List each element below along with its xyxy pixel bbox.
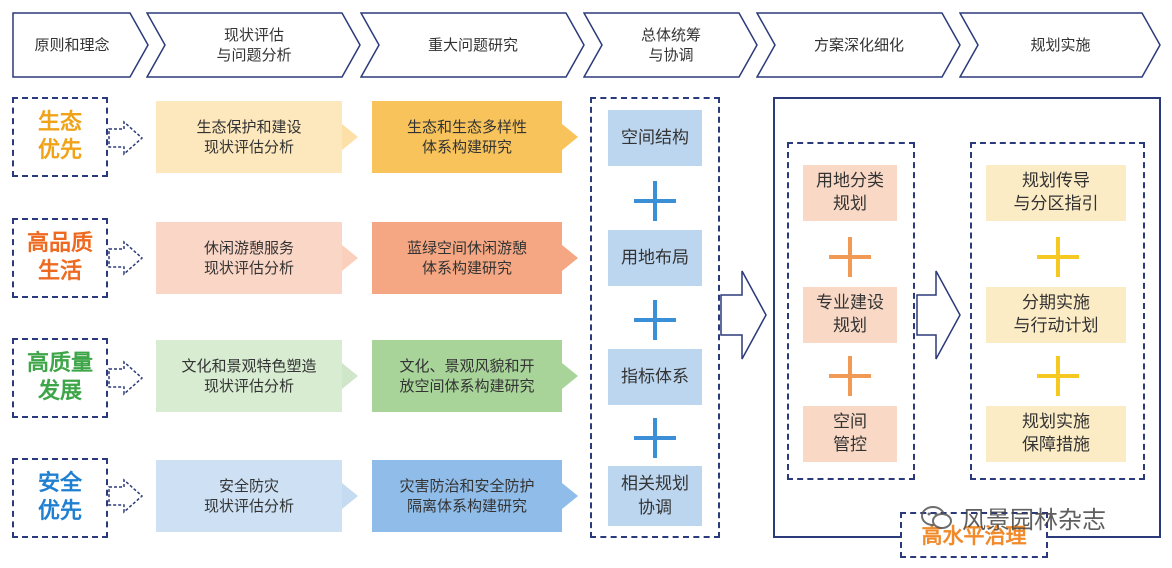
research-life: 蓝绿空间休闲游憩 体系构建研究 (372, 222, 562, 294)
plus-icon (634, 300, 676, 340)
coordination-item-label: 空间结构 (621, 128, 689, 148)
chevron-shape (959, 12, 1161, 78)
principle-dev-label: 高质量 发展 (26, 351, 93, 404)
chevron-shape (12, 12, 149, 78)
assessment-eco-label: 生态保护和建设 现状评估分析 (196, 118, 302, 156)
assessment-life-arrow (342, 245, 358, 271)
principle-dev: 高质量 发展 (12, 338, 108, 418)
research-life-arrow (562, 245, 578, 271)
research-safe-label: 灾害防治和安全防护 隔离体系构建研究 (399, 477, 535, 515)
assessment-safe-arrow (342, 483, 358, 509)
header-refinement-label: 方案深化细化 (813, 36, 904, 54)
refinement-item-label: 专业建设 规划 (816, 293, 884, 336)
coordination-item: 用地布局 (608, 230, 702, 286)
plus-icon (829, 356, 871, 396)
refinement-item: 空间 管控 (803, 406, 897, 462)
research-dev-arrow (562, 363, 578, 389)
coordination-item: 空间结构 (608, 110, 702, 166)
header-research: 重大问题研究 (360, 12, 586, 78)
wechat-icon (921, 506, 952, 529)
implementation-item: 规划传导 与分区指引 (986, 165, 1126, 221)
chevron-shape (583, 12, 758, 78)
refinement-item-label: 用地分类 规划 (816, 171, 884, 214)
principle-life-label: 高品质 生活 (26, 231, 93, 284)
plus-icon (1037, 356, 1079, 396)
implementation-item: 规划实施 保障措施 (986, 406, 1126, 462)
research-dev: 文化、景观风貌和开 放空间体系构建研究 (372, 340, 562, 412)
watermark: 风景园林杂志 (920, 500, 1150, 534)
plus-icon (1037, 237, 1079, 277)
coordination-item: 指标体系 (608, 349, 702, 405)
chevron-shape (756, 12, 961, 78)
refinement-group (787, 142, 915, 480)
research-eco-arrow (562, 124, 578, 150)
assessment-dev-label: 文化和景观特色塑造 现状评估分析 (181, 357, 317, 395)
header-coordination: 总体统筹 与协调 (583, 12, 759, 78)
principle-safe: 安全 优先 (12, 458, 108, 538)
assessment-dev: 文化和景观特色塑造 现状评估分析 (156, 340, 342, 412)
header-assessment: 现状评估 与问题分析 (146, 12, 362, 78)
plus-icon (634, 181, 676, 221)
coordination-item-label: 用地布局 (621, 248, 689, 268)
principle-safe-label: 安全 优先 (37, 471, 82, 524)
principle-eco: 生态 优先 (12, 97, 108, 177)
header-implementation: 规划实施 (959, 12, 1162, 78)
chevron-shape (146, 12, 361, 78)
header-assessment-label: 现状评估 与问题分析 (216, 26, 292, 64)
research-dev-label: 文化、景观风貌和开 放空间体系构建研究 (399, 357, 535, 395)
header-refinement: 方案深化细化 (756, 12, 962, 78)
assessment-dev-arrow (342, 363, 358, 389)
principle-eco-arrow (108, 120, 144, 156)
assessment-eco: 生态保护和建设 现状评估分析 (156, 101, 342, 173)
coordination-item: 相关规划 协调 (608, 466, 702, 526)
assessment-life-label: 休闲游憩服务 现状评估分析 (203, 239, 294, 277)
refinement-item: 专业建设 规划 (803, 287, 897, 343)
principle-eco-label: 生态 优先 (37, 110, 82, 163)
header-implementation-label: 规划实施 (1030, 36, 1091, 54)
research-eco-label: 生态和生态多样性 体系构建研究 (406, 118, 527, 156)
principle-safe-arrow (108, 478, 144, 514)
implementation-item-label: 规划实施 保障措施 (1022, 412, 1090, 455)
assessment-life: 休闲游憩服务 现状评估分析 (156, 222, 342, 294)
implementation-group (970, 142, 1145, 480)
assessment-safe: 安全防灾 现状评估分析 (156, 460, 342, 532)
implementation-item-label: 规划传导 与分区指引 (1013, 171, 1099, 214)
watermark-text: 风景园林杂志 (962, 505, 1106, 534)
flow-arrow-icon (916, 270, 961, 360)
plus-icon (829, 237, 871, 277)
chevron-shape (360, 12, 585, 78)
principle-life-arrow (108, 240, 144, 276)
coordination-group (590, 97, 720, 538)
header-principles-label: 原则和理念 (34, 36, 110, 54)
research-life-label: 蓝绿空间休闲游憩 体系构建研究 (406, 239, 527, 277)
principle-dev-arrow (108, 360, 144, 396)
flow-arrow-icon (720, 270, 767, 360)
assessment-safe-label: 安全防灾 现状评估分析 (203, 477, 294, 515)
research-eco: 生态和生态多样性 体系构建研究 (372, 101, 562, 173)
research-safe-arrow (562, 483, 578, 509)
refinement-item: 用地分类 规划 (803, 165, 897, 221)
principle-life: 高品质 生活 (12, 218, 108, 298)
header-research-label: 重大问题研究 (427, 36, 518, 54)
plus-icon (634, 418, 676, 458)
research-safe: 灾害防治和安全防护 隔离体系构建研究 (372, 460, 562, 532)
implementation-item: 分期实施 与行动计划 (986, 287, 1126, 343)
coordination-item-label: 相关规划 协调 (621, 474, 689, 518)
refinement-item-label: 空间 管控 (833, 412, 867, 455)
assessment-eco-arrow (342, 124, 358, 150)
governance-label-box: 高水平治理 (900, 512, 1048, 558)
header-principles: 原则和理念 (12, 12, 150, 78)
implementation-item-label: 分期实施 与行动计划 (1013, 293, 1099, 336)
header-coordination-label: 总体统筹 与协调 (640, 26, 701, 64)
coordination-item-label: 指标体系 (621, 367, 689, 387)
